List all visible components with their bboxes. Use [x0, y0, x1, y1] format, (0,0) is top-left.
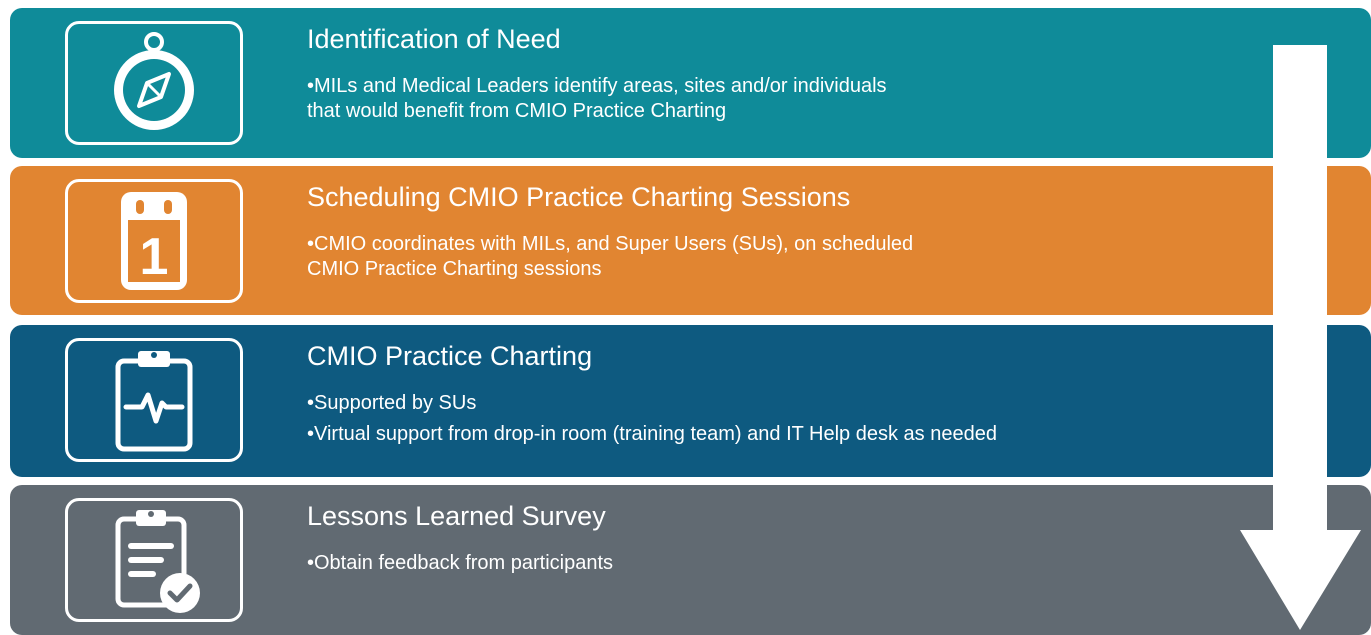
- step-lessons-learned-survey: Lessons Learned Survey •Obtain feedback …: [10, 485, 1371, 635]
- step-bullet: •Supported by SUs: [307, 392, 477, 414]
- compass-icon: [114, 32, 194, 130]
- compass-icon-frame: [65, 21, 243, 145]
- calendar-day-number: 1: [140, 228, 169, 286]
- process-flow-down-arrow: [1240, 45, 1361, 630]
- step-scheduling-sessions: 1 Scheduling CMIO Practice Charting Sess…: [10, 166, 1371, 315]
- step-title: CMIO Practice Charting: [307, 341, 593, 371]
- clipboard-pulse-icon-frame: [65, 338, 243, 462]
- calendar-icon: 1: [121, 192, 187, 290]
- step-title: Identification of Need: [307, 24, 561, 54]
- step-bullet: •Obtain feedback from participants: [307, 552, 614, 574]
- step-title: Lessons Learned Survey: [307, 501, 606, 531]
- calendar-icon-frame: 1: [65, 179, 243, 303]
- step-bullet: •MILs and Medical Leaders identify areas…: [307, 75, 887, 122]
- step-bullets: •Supported by SUs •Virtual support from …: [307, 391, 997, 453]
- step-practice-charting: CMIO Practice Charting •Supported by SUs…: [10, 325, 1371, 477]
- step-bullet: •Virtual support from drop-in room (trai…: [307, 423, 997, 445]
- step-title: Scheduling CMIO Practice Charting Sessio…: [307, 182, 851, 212]
- step-identification-of-need: Identification of Need •MILs and Medical…: [10, 8, 1371, 158]
- step-bullets: •CMIO coordinates with MILs, and Super U…: [307, 232, 913, 288]
- clipboard-pulse-icon: [115, 351, 193, 452]
- checklist-icon-frame: [65, 498, 243, 622]
- step-bullet: •CMIO coordinates with MILs, and Super U…: [307, 233, 914, 280]
- checklist-icon: [115, 510, 200, 613]
- step-bullets: •Obtain feedback from participants: [307, 551, 613, 582]
- step-bullets: •MILs and Medical Leaders identify areas…: [307, 74, 887, 130]
